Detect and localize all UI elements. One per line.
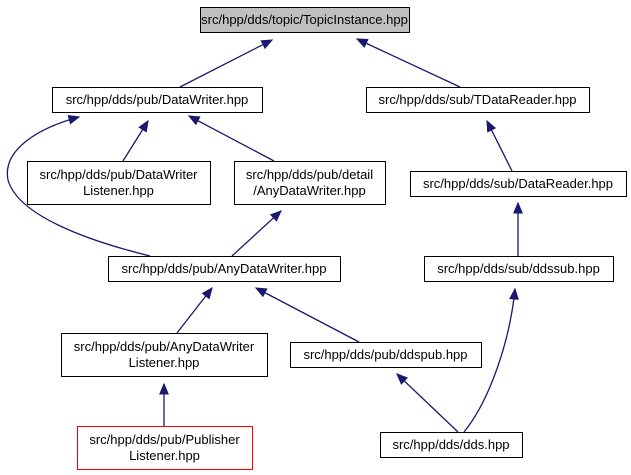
node-label-line: src/hpp/dds/topic/TopicInstance.hpp bbox=[201, 12, 408, 27]
node-label-line: Listener.hpp bbox=[129, 355, 200, 370]
arrowhead-icon bbox=[260, 39, 274, 50]
node-ddssub[interactable]: src/hpp/dds/sub/ddssub.hpp bbox=[424, 256, 614, 282]
edge-line bbox=[179, 39, 273, 88]
node-box bbox=[366, 87, 590, 113]
edge-dds-to-ddspub bbox=[396, 373, 459, 433]
node-data-writer[interactable]: src/hpp/dds/pub/DataWriter.hpp bbox=[52, 87, 263, 113]
arrowhead-icon bbox=[486, 119, 497, 133]
edge-line bbox=[188, 115, 275, 162]
node-detail-any-data-writer[interactable]: src/hpp/dds/pub/detail/AnyDataWriter.hpp bbox=[234, 161, 386, 205]
node-label-line: /AnyDataWriter.hpp bbox=[253, 183, 365, 198]
node-topic-instance[interactable]: src/hpp/dds/topic/TopicInstance.hpp bbox=[200, 7, 410, 33]
arrowhead-icon bbox=[138, 119, 149, 133]
node-any-data-writer[interactable]: src/hpp/dds/pub/AnyDataWriter.hpp bbox=[108, 256, 341, 282]
node-box bbox=[380, 432, 523, 458]
arrowhead-icon bbox=[509, 287, 519, 300]
edge-line bbox=[6, 116, 151, 257]
edges bbox=[6, 38, 523, 433]
node-data-reader[interactable]: src/hpp/dds/sub/DataReader.hpp bbox=[410, 171, 627, 197]
node-dds[interactable]: src/hpp/dds/dds.hpp bbox=[380, 432, 523, 458]
node-box bbox=[424, 256, 614, 282]
edge-ddssub-to-data-reader bbox=[513, 201, 523, 256]
node-box bbox=[234, 161, 386, 205]
node-label-line: src/hpp/dds/sub/ddssub.hpp bbox=[437, 261, 600, 276]
node-box bbox=[410, 171, 627, 197]
edge-data-writer-to-topic-instance bbox=[179, 39, 274, 88]
edge-publisher-listener-to-any-data-writer-listener bbox=[159, 382, 169, 426]
edge-data-writer-listener-to-data-writer bbox=[122, 119, 149, 162]
arrowhead-icon bbox=[159, 382, 169, 395]
arrowhead-icon bbox=[396, 373, 409, 385]
node-label-line: src/hpp/dds/pub/detail bbox=[246, 167, 373, 182]
edge-line bbox=[231, 210, 282, 257]
edge-data-reader-to-tdata-reader bbox=[486, 119, 513, 172]
node-box bbox=[52, 87, 263, 113]
node-any-data-writer-listener[interactable]: src/hpp/dds/pub/AnyDataWriterListener.hp… bbox=[61, 333, 268, 377]
arrowhead-icon bbox=[67, 114, 81, 125]
node-label-line: src/hpp/dds/pub/Publisher bbox=[89, 432, 240, 447]
node-box bbox=[61, 333, 268, 377]
edge-any-data-writer-to-data-writer bbox=[6, 114, 151, 257]
nodes: src/hpp/dds/topic/TopicInstance.hpp src/h… bbox=[27, 7, 627, 470]
node-box bbox=[200, 7, 410, 33]
edge-detail-any-data-writer-to-data-writer bbox=[187, 115, 275, 162]
edge-any-data-writer-listener-to-any-data-writer bbox=[176, 286, 213, 334]
node-box bbox=[27, 161, 211, 205]
arrowhead-icon bbox=[254, 287, 268, 298]
node-ddspub[interactable]: src/hpp/dds/pub/ddspub.hpp bbox=[290, 342, 482, 368]
arrowhead-icon bbox=[355, 38, 369, 48]
node-label-line: Listener.hpp bbox=[83, 183, 154, 198]
edge-any-data-writer-to-detail-any-data-writer bbox=[231, 210, 282, 257]
arrowhead-icon bbox=[513, 201, 523, 214]
node-tdata-reader[interactable]: src/hpp/dds/sub/TDataReader.hpp bbox=[366, 87, 590, 113]
node-label-line: src/hpp/dds/pub/DataWriter bbox=[40, 167, 199, 182]
arrowhead-icon bbox=[269, 210, 282, 222]
edge-line bbox=[356, 38, 461, 88]
edge-line bbox=[396, 373, 459, 433]
node-label-line: src/hpp/dds/sub/TDataReader.hpp bbox=[378, 92, 576, 107]
node-box bbox=[108, 256, 341, 282]
arrowhead-icon bbox=[187, 115, 201, 126]
edge-dds-to-ddssub bbox=[463, 287, 519, 433]
node-label-line: src/hpp/dds/pub/ddspub.hpp bbox=[303, 347, 467, 362]
edge-tdata-reader-to-topic-instance bbox=[355, 38, 461, 88]
edge-line bbox=[463, 288, 516, 433]
arrowhead-icon bbox=[201, 286, 213, 300]
node-box bbox=[77, 426, 253, 470]
edge-ddspub-to-any-data-writer bbox=[254, 287, 360, 343]
node-label-line: src/hpp/dds/sub/DataReader.hpp bbox=[423, 176, 613, 191]
node-label-line: src/hpp/dds/pub/AnyDataWriter bbox=[74, 339, 255, 354]
node-label-line: src/hpp/dds/dds.hpp bbox=[392, 437, 509, 452]
node-label-line: src/hpp/dds/pub/AnyDataWriter.hpp bbox=[122, 261, 327, 276]
node-label-line: Listener.hpp bbox=[129, 448, 200, 463]
node-box bbox=[290, 342, 482, 368]
node-label-line: src/hpp/dds/pub/DataWriter.hpp bbox=[66, 92, 249, 107]
edge-line bbox=[255, 287, 360, 343]
